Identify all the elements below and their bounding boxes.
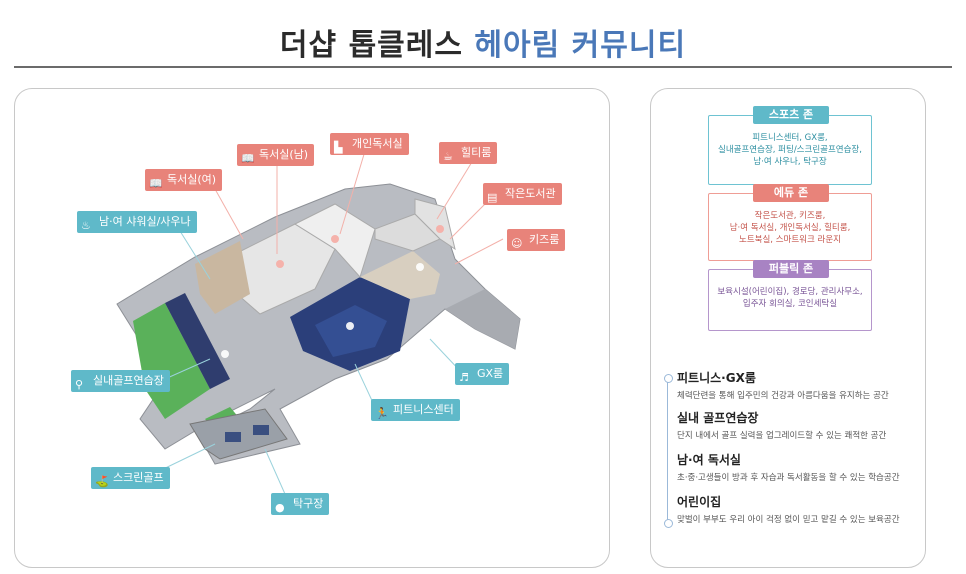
label-golf-practice: ⚲실내골프연습장 bbox=[71, 370, 170, 392]
title-highlight: 헤아림 커뮤니티 bbox=[474, 28, 687, 63]
gx-icon: ♬ bbox=[459, 371, 469, 384]
label-fitness: 🏃피트니스센터 bbox=[371, 399, 460, 421]
book-icon: 📖 bbox=[149, 177, 163, 190]
pin-icon: ⚲ bbox=[75, 378, 84, 391]
zone-sports: 스포츠 존 피트니스센터, GX룸, 실내골프연습장, 퍼팅/스크린골프연습장,… bbox=[708, 106, 872, 185]
title-prefix: 더샵 톱클레스 bbox=[279, 28, 463, 63]
zone-sports-items: 피트니스센터, GX룸, 실내골프연습장, 퍼팅/스크린골프연습장, 남·여 사… bbox=[718, 133, 862, 167]
page-title: 더샵 톱클레스 헤아림 커뮤니티 bbox=[0, 20, 966, 64]
desk-icon: ▙ bbox=[334, 141, 343, 154]
zone-edu-title: 에듀 존 bbox=[753, 184, 829, 202]
desc-item: 남·여 독서실 초·중·고생들이 방과 후 자습과 독서활동을 할 수 있는 학… bbox=[677, 451, 900, 483]
floor-plan-panel: 📖독서실(여) 📖독서실(남) ▙개인독서실 ☕힐티룸 ▤작은도서관 ☺키즈룸 … bbox=[14, 88, 610, 568]
label-table-tennis: ●탁구장 bbox=[271, 493, 330, 515]
desc-heading: 피트니스·GX룸 bbox=[677, 371, 756, 385]
desc-text: 단지 내에서 골프 실력을 업그레이드할 수 있는 쾌적한 공간 bbox=[677, 431, 887, 441]
zone-public-items: 보육시설(어린이집), 경로당, 관리사무소, 입주자 회의실, 코인세탁실 bbox=[717, 287, 863, 309]
desc-text: 초·중·고생들이 방과 후 자습과 독서활동을 할 수 있는 학습공간 bbox=[677, 473, 900, 483]
tea-icon: ☕ bbox=[443, 150, 453, 163]
run-icon: 🏃 bbox=[375, 407, 389, 420]
zone-sports-title: 스포츠 존 bbox=[753, 106, 829, 124]
label-healing-room: ☕힐티룸 bbox=[439, 142, 498, 164]
desc-item: 피트니스·GX룸 체력단련을 통해 입주민의 건강과 아름다움을 유지하는 공간 bbox=[677, 369, 889, 401]
book-icon: 📖 bbox=[241, 152, 255, 165]
label-screen-golf: ⛳스크린골프 bbox=[91, 467, 170, 489]
desc-text: 맞벌이 부부도 우리 아이 걱정 없이 믿고 맡길 수 있는 보육공간 bbox=[677, 515, 900, 525]
timeline-line bbox=[667, 375, 668, 527]
zone-info-panel: 스포츠 존 피트니스센터, GX룸, 실내골프연습장, 퍼팅/스크린골프연습장,… bbox=[650, 88, 926, 568]
label-small-library: ▤작은도서관 bbox=[483, 183, 562, 205]
golfer-icon: ⛳ bbox=[95, 475, 109, 488]
label-kids-room: ☺키즈룸 bbox=[507, 229, 566, 251]
label-private-reading: ▙개인독서실 bbox=[330, 133, 409, 155]
zone-edu-items: 작은도서관, 키즈룸, 남·여 독서실, 개인독서실, 힐티룸, 노트북실, 스… bbox=[729, 211, 851, 245]
label-shower-sauna: ♨남·여 샤워실/사우나 bbox=[77, 211, 197, 233]
desc-item: 어린이집 맞벌이 부부도 우리 아이 걱정 없이 믿고 맡길 수 있는 보육공간 bbox=[677, 493, 900, 525]
title-divider bbox=[14, 66, 952, 68]
label-gx-room: ♬GX룸 bbox=[455, 363, 510, 385]
zone-public-title: 퍼블릭 존 bbox=[753, 260, 829, 278]
desc-text: 체력단련을 통해 입주민의 건강과 아름다움을 유지하는 공간 bbox=[677, 391, 889, 401]
kids-icon: ☺ bbox=[511, 237, 523, 250]
timeline-dot bbox=[664, 519, 673, 528]
floor-plan-illustration bbox=[116, 150, 521, 495]
desc-heading: 어린이집 bbox=[677, 495, 722, 509]
desc-heading: 실내 골프연습장 bbox=[677, 411, 759, 425]
pingpong-icon: ● bbox=[275, 501, 285, 514]
label-reading-female: 📖독서실(여) bbox=[145, 169, 223, 191]
books-icon: ▤ bbox=[487, 191, 498, 204]
desc-item: 실내 골프연습장 단지 내에서 골프 실력을 업그레이드할 수 있는 쾌적한 공… bbox=[677, 409, 886, 441]
desc-heading: 남·여 독서실 bbox=[677, 453, 741, 467]
zone-public: 퍼블릭 존 보육시설(어린이집), 경로당, 관리사무소, 입주자 회의실, 코… bbox=[708, 260, 872, 331]
shower-icon: ♨ bbox=[81, 219, 91, 232]
label-reading-male: 📖독서실(남) bbox=[237, 144, 315, 166]
timeline-dot bbox=[664, 374, 673, 383]
zone-edu: 에듀 존 작은도서관, 키즈룸, 남·여 독서실, 개인독서실, 힐티룸, 노트… bbox=[708, 184, 872, 261]
